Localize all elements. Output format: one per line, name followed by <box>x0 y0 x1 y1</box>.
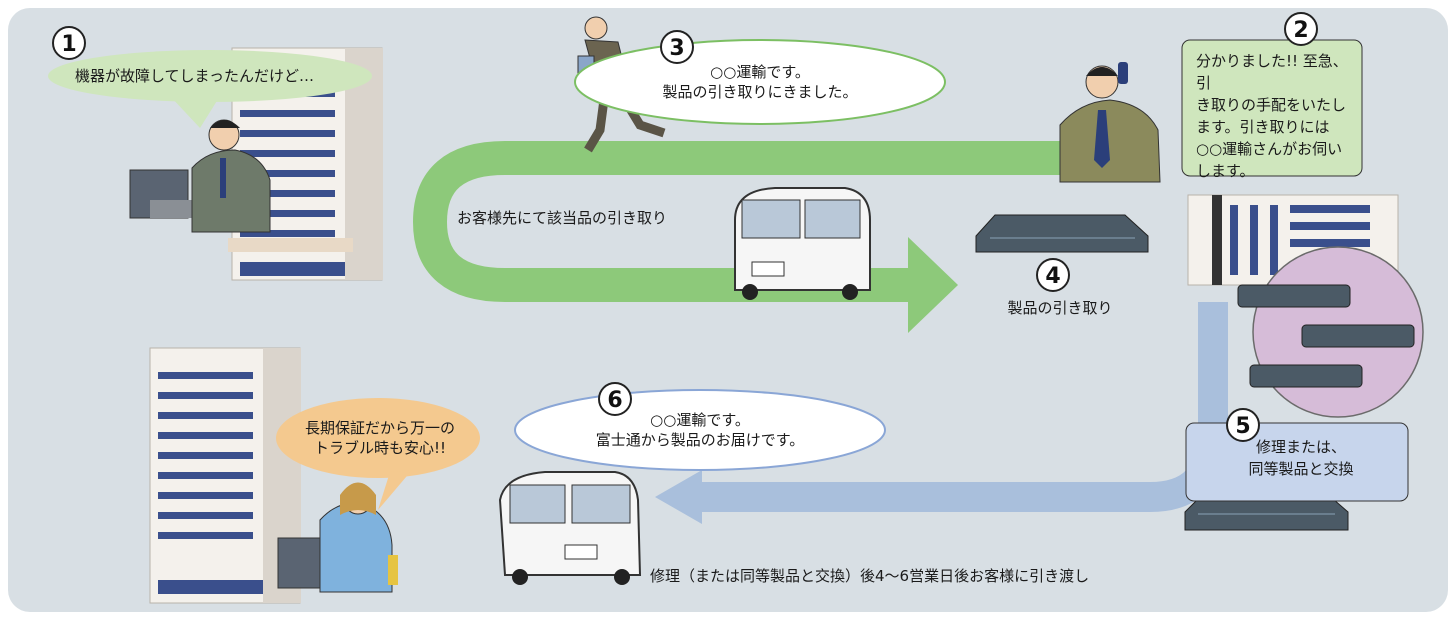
step6-line: ○○運輸です。 <box>650 411 750 429</box>
step-number-2: 2 <box>1284 12 1318 46</box>
step4-text: 製品の引き取り <box>1007 299 1113 317</box>
step2-line: ます。引き取りには <box>1196 118 1330 136</box>
support-staff-icon <box>1059 62 1161 183</box>
delivery-label: 修理（または同等製品と交換）後4〜6営業日後お客様に引き渡し <box>650 567 1090 585</box>
step-number-4: 4 <box>1036 258 1070 292</box>
step2-line: ○○運輸さんがお伺い <box>1196 140 1343 158</box>
step-number-3: 3 <box>660 30 694 64</box>
relief-text: 長期保証だから万一の トラブル時も安心!! <box>280 418 480 458</box>
step5-line: 同等製品と交換 <box>1248 460 1354 478</box>
pickup-label: お客様先にて該当品の引き取り <box>457 209 668 227</box>
router-stack-icon <box>1237 284 1415 388</box>
step3-line: 製品の引き取りにきました。 <box>662 83 858 101</box>
step-number-1: 1 <box>52 26 86 60</box>
customer-woman-icon <box>277 482 398 593</box>
delivery-van-icon <box>498 471 642 585</box>
pickup-van-icon <box>734 187 871 300</box>
step2-line: 分かりました!! 至急、引 <box>1196 52 1348 92</box>
step-number-6: 6 <box>598 382 632 416</box>
step3-line: ○○運輸です。 <box>710 63 810 81</box>
relief-line: 長期保証だから万一の <box>304 419 455 437</box>
step2-line: します。 <box>1196 162 1255 180</box>
pickup-arrow-head <box>908 237 958 333</box>
step2-text: 分かりました!! 至急、引 き取りの手配をいたし ます。引き取りには ○○運輸さ… <box>1196 50 1356 182</box>
box-step2 <box>1181 39 1363 177</box>
bubble-step1 <box>48 50 372 102</box>
step3-text: ○○運輸です。 製品の引き取りにきました。 <box>620 62 900 102</box>
step1-text: 機器が故障してしまったんだけど… <box>75 67 314 85</box>
step-number-5: 5 <box>1226 408 1260 442</box>
step6-line: 富士通から製品のお届けです。 <box>595 431 805 449</box>
box-step5 <box>1185 422 1409 502</box>
customer-person-icon <box>129 119 271 233</box>
step5-text: 修理または、 同等製品と交換 <box>1196 436 1406 480</box>
pickup-arrow <box>412 141 1085 302</box>
router-device-icon <box>975 214 1149 253</box>
return-arrow-head <box>655 470 702 524</box>
step5-line: 修理または、 <box>1255 438 1346 456</box>
step2-line: き取りの手配をいたし <box>1196 96 1347 114</box>
step6-text: ○○運輸です。 富士通から製品のお届けです。 <box>560 410 840 450</box>
bubble-relief <box>276 398 480 478</box>
relief-line: トラブル時も安心!! <box>313 439 447 457</box>
